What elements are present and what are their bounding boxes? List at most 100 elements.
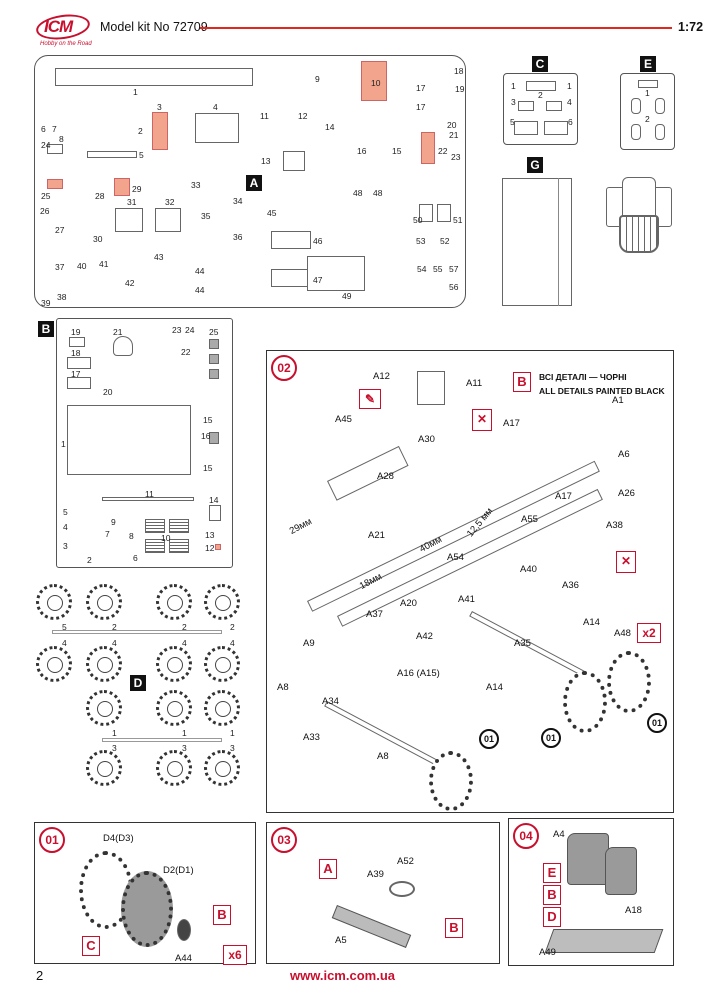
sprue-a-label: A <box>246 175 262 191</box>
part-num: 15 <box>203 463 213 473</box>
part-num: 6 <box>41 124 46 134</box>
label-a41: A41 <box>458 594 475 605</box>
part-c6 <box>544 121 568 135</box>
wheel <box>86 750 122 786</box>
sprue-d-label: D <box>130 675 146 691</box>
label-a28: A28 <box>377 471 394 482</box>
part-num: 45 <box>267 208 277 218</box>
note-en: ALL DETAILS PAINTED BLACK <box>539 386 665 396</box>
part-num: 54 <box>417 264 427 274</box>
label-a17: A17 <box>555 491 572 502</box>
part-num: 17 <box>416 83 426 93</box>
wheel <box>204 750 240 786</box>
part-num: 11 <box>260 111 269 121</box>
part-a4 <box>195 113 239 143</box>
wheel <box>204 690 240 726</box>
wheel <box>156 750 192 786</box>
label-a20: A20 <box>400 598 417 609</box>
part-num: 15 <box>203 415 213 425</box>
part-b21 <box>113 336 133 356</box>
no-glue-icon: ✕ <box>472 409 492 431</box>
website-link[interactable]: www.icm.com.ua <box>290 968 395 983</box>
label-a55: A55 <box>521 514 538 525</box>
color-ref-c: C <box>82 936 100 956</box>
color-ref-d: D <box>543 907 561 927</box>
part-b11 <box>102 497 194 501</box>
part-num: 3 <box>157 102 162 112</box>
step-03-panel: 03 A39 A52 A5 A B <box>266 822 500 964</box>
part-a31 <box>115 208 143 232</box>
label-d4-d3: D4(D3) <box>103 833 134 844</box>
paint-brush-icon: ✎ <box>359 389 381 409</box>
part-num: 37 <box>55 262 65 272</box>
part-num: 28 <box>95 191 105 201</box>
part-num: 20 <box>103 387 113 397</box>
header-rule <box>200 27 672 29</box>
no-glue-icon: ✕ <box>616 551 636 573</box>
part-num: 13 <box>205 530 215 540</box>
step-02-badge: 02 <box>271 355 297 381</box>
part-num: 18 <box>71 348 81 358</box>
part-num: 4 <box>63 522 68 532</box>
part-num: 31 <box>127 197 137 207</box>
rear-wheel <box>563 671 607 733</box>
part-b12 <box>215 544 221 550</box>
part-num: 5 <box>62 622 67 632</box>
label-a21: A21 <box>368 530 385 541</box>
color-ref-b: B <box>445 918 463 938</box>
part-num: 25 <box>41 191 51 201</box>
label-a30: A30 <box>418 434 435 445</box>
part-num: 51 <box>453 215 463 225</box>
part-c3 <box>518 101 534 111</box>
part-num: 12 <box>298 111 308 121</box>
part-num: 19 <box>455 84 465 94</box>
part-a50 <box>419 204 433 222</box>
part-num: 39 <box>41 298 51 308</box>
color-ref-b: B <box>513 372 531 392</box>
sprue-e: 1 2 <box>620 73 675 150</box>
kit-scale: 1:72 <box>678 20 704 34</box>
part-a3 <box>152 112 168 150</box>
part-a51 <box>437 204 451 222</box>
color-ref-b: B <box>543 885 561 905</box>
part-num: 42 <box>125 278 135 288</box>
part-num: 27 <box>55 225 65 235</box>
part-num: 1 <box>112 728 117 738</box>
part-b10 <box>169 519 189 533</box>
part-num: 1 <box>61 439 66 449</box>
part-num: 21 <box>449 130 459 140</box>
sprue-e-label: E <box>640 56 656 72</box>
part-num: 35 <box>201 211 211 221</box>
part-num: 46 <box>313 236 323 246</box>
ref-step-01: 01 <box>479 729 499 749</box>
label-a35: A35 <box>514 638 531 649</box>
part-num: 7 <box>105 529 110 539</box>
label-a4: A4 <box>553 829 565 840</box>
label-a16-a15: A16 (A15) <box>397 668 440 679</box>
part-b25 <box>209 369 219 379</box>
part-num: 21 <box>113 327 123 337</box>
part-num: 6 <box>568 117 573 127</box>
wheel <box>156 646 192 682</box>
part-num: 49 <box>342 291 352 301</box>
wheel <box>36 646 72 682</box>
part-b10 <box>145 519 165 533</box>
page-number: 2 <box>36 968 44 983</box>
part-num: 33 <box>191 180 201 190</box>
label-a40: A40 <box>520 564 537 575</box>
part-num: 18 <box>454 66 464 76</box>
part-num: 3 <box>63 541 68 551</box>
part-num: 1 <box>511 81 516 91</box>
part-num: 17 <box>416 102 426 112</box>
note-ua: ВСІ ДЕТАЛІ — ЧОРНІ <box>539 372 627 382</box>
wheel <box>156 690 192 726</box>
label-a14: A14 <box>486 682 503 693</box>
part-num: 1 <box>182 728 187 738</box>
part-num: 52 <box>440 236 450 246</box>
label-a38: A38 <box>606 520 623 531</box>
ref-step-01: 01 <box>541 728 561 748</box>
part-e2 <box>655 124 665 140</box>
part-a52-steering-wheel <box>389 881 415 897</box>
part-num: 5 <box>63 507 68 517</box>
part-num: 10 <box>161 533 171 543</box>
